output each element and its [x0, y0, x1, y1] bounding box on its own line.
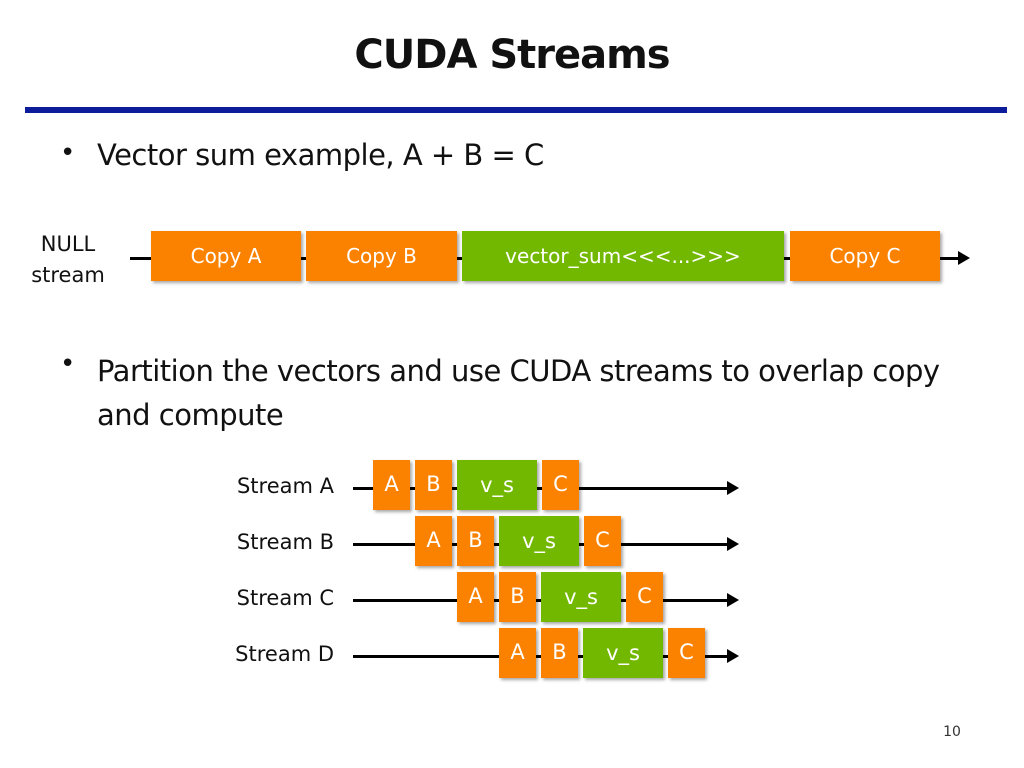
- slide-title: CUDA Streams: [354, 32, 670, 78]
- arrow-head-icon: [958, 251, 970, 265]
- bullet-2-line1: Partition the vectors and use CUDA strea…: [97, 354, 940, 388]
- op-copy: B: [499, 572, 536, 622]
- op-copy: A: [415, 516, 452, 566]
- op-copy: B: [457, 516, 494, 566]
- op-copy: B: [541, 628, 578, 678]
- stream-label: Stream B: [236, 530, 334, 554]
- null-stream-label: NULL stream: [20, 229, 116, 291]
- op-copy: C: [584, 516, 621, 566]
- bullet-icon: •: [60, 349, 76, 379]
- arrow-head-icon: [727, 537, 739, 551]
- op-copy-b: Copy B: [306, 231, 457, 281]
- op-kernel: v_s: [583, 628, 663, 678]
- op-copy: C: [668, 628, 705, 678]
- title-divider: [25, 107, 1007, 113]
- op-kernel: v_s: [541, 572, 621, 622]
- page-number: 10: [943, 724, 961, 740]
- bullet-icon: •: [60, 138, 76, 168]
- op-kernel: v_s: [499, 516, 579, 566]
- op-copy: A: [499, 628, 536, 678]
- arrow-head-icon: [727, 593, 739, 607]
- null-stream-label-line1: NULL: [40, 232, 96, 256]
- bullet-1: Vector sum example, A + B = C: [97, 138, 544, 172]
- op-copy: C: [626, 572, 663, 622]
- bullet-2: Partition the vectors and use CUDA strea…: [97, 349, 940, 437]
- op-kernel: v_s: [457, 460, 537, 510]
- stream-label: Stream A: [236, 474, 334, 498]
- op-copy: C: [542, 460, 579, 510]
- bullet-2-line2: and compute: [97, 398, 284, 432]
- op-copy-a: Copy A: [151, 231, 301, 281]
- op-vector-sum-kernel: vector_sum<<<...>>>: [462, 231, 784, 281]
- op-copy: A: [457, 572, 494, 622]
- null-stream-label-line2: stream: [31, 263, 105, 287]
- arrow-head-icon: [727, 481, 739, 495]
- op-copy: B: [415, 460, 452, 510]
- stream-timeline: [353, 487, 729, 490]
- stream-label: Stream C: [236, 586, 334, 610]
- arrow-head-icon: [727, 649, 739, 663]
- op-copy-c: Copy C: [790, 231, 940, 281]
- op-copy: A: [373, 460, 410, 510]
- stream-label: Stream D: [235, 642, 334, 666]
